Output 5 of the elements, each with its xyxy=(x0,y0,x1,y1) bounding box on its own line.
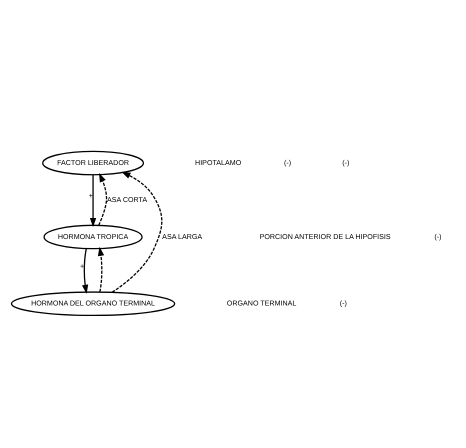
arrow xyxy=(81,248,88,294)
arrow xyxy=(111,171,162,292)
arrow xyxy=(98,172,107,225)
arrow xyxy=(89,174,96,227)
arrow xyxy=(97,246,104,292)
